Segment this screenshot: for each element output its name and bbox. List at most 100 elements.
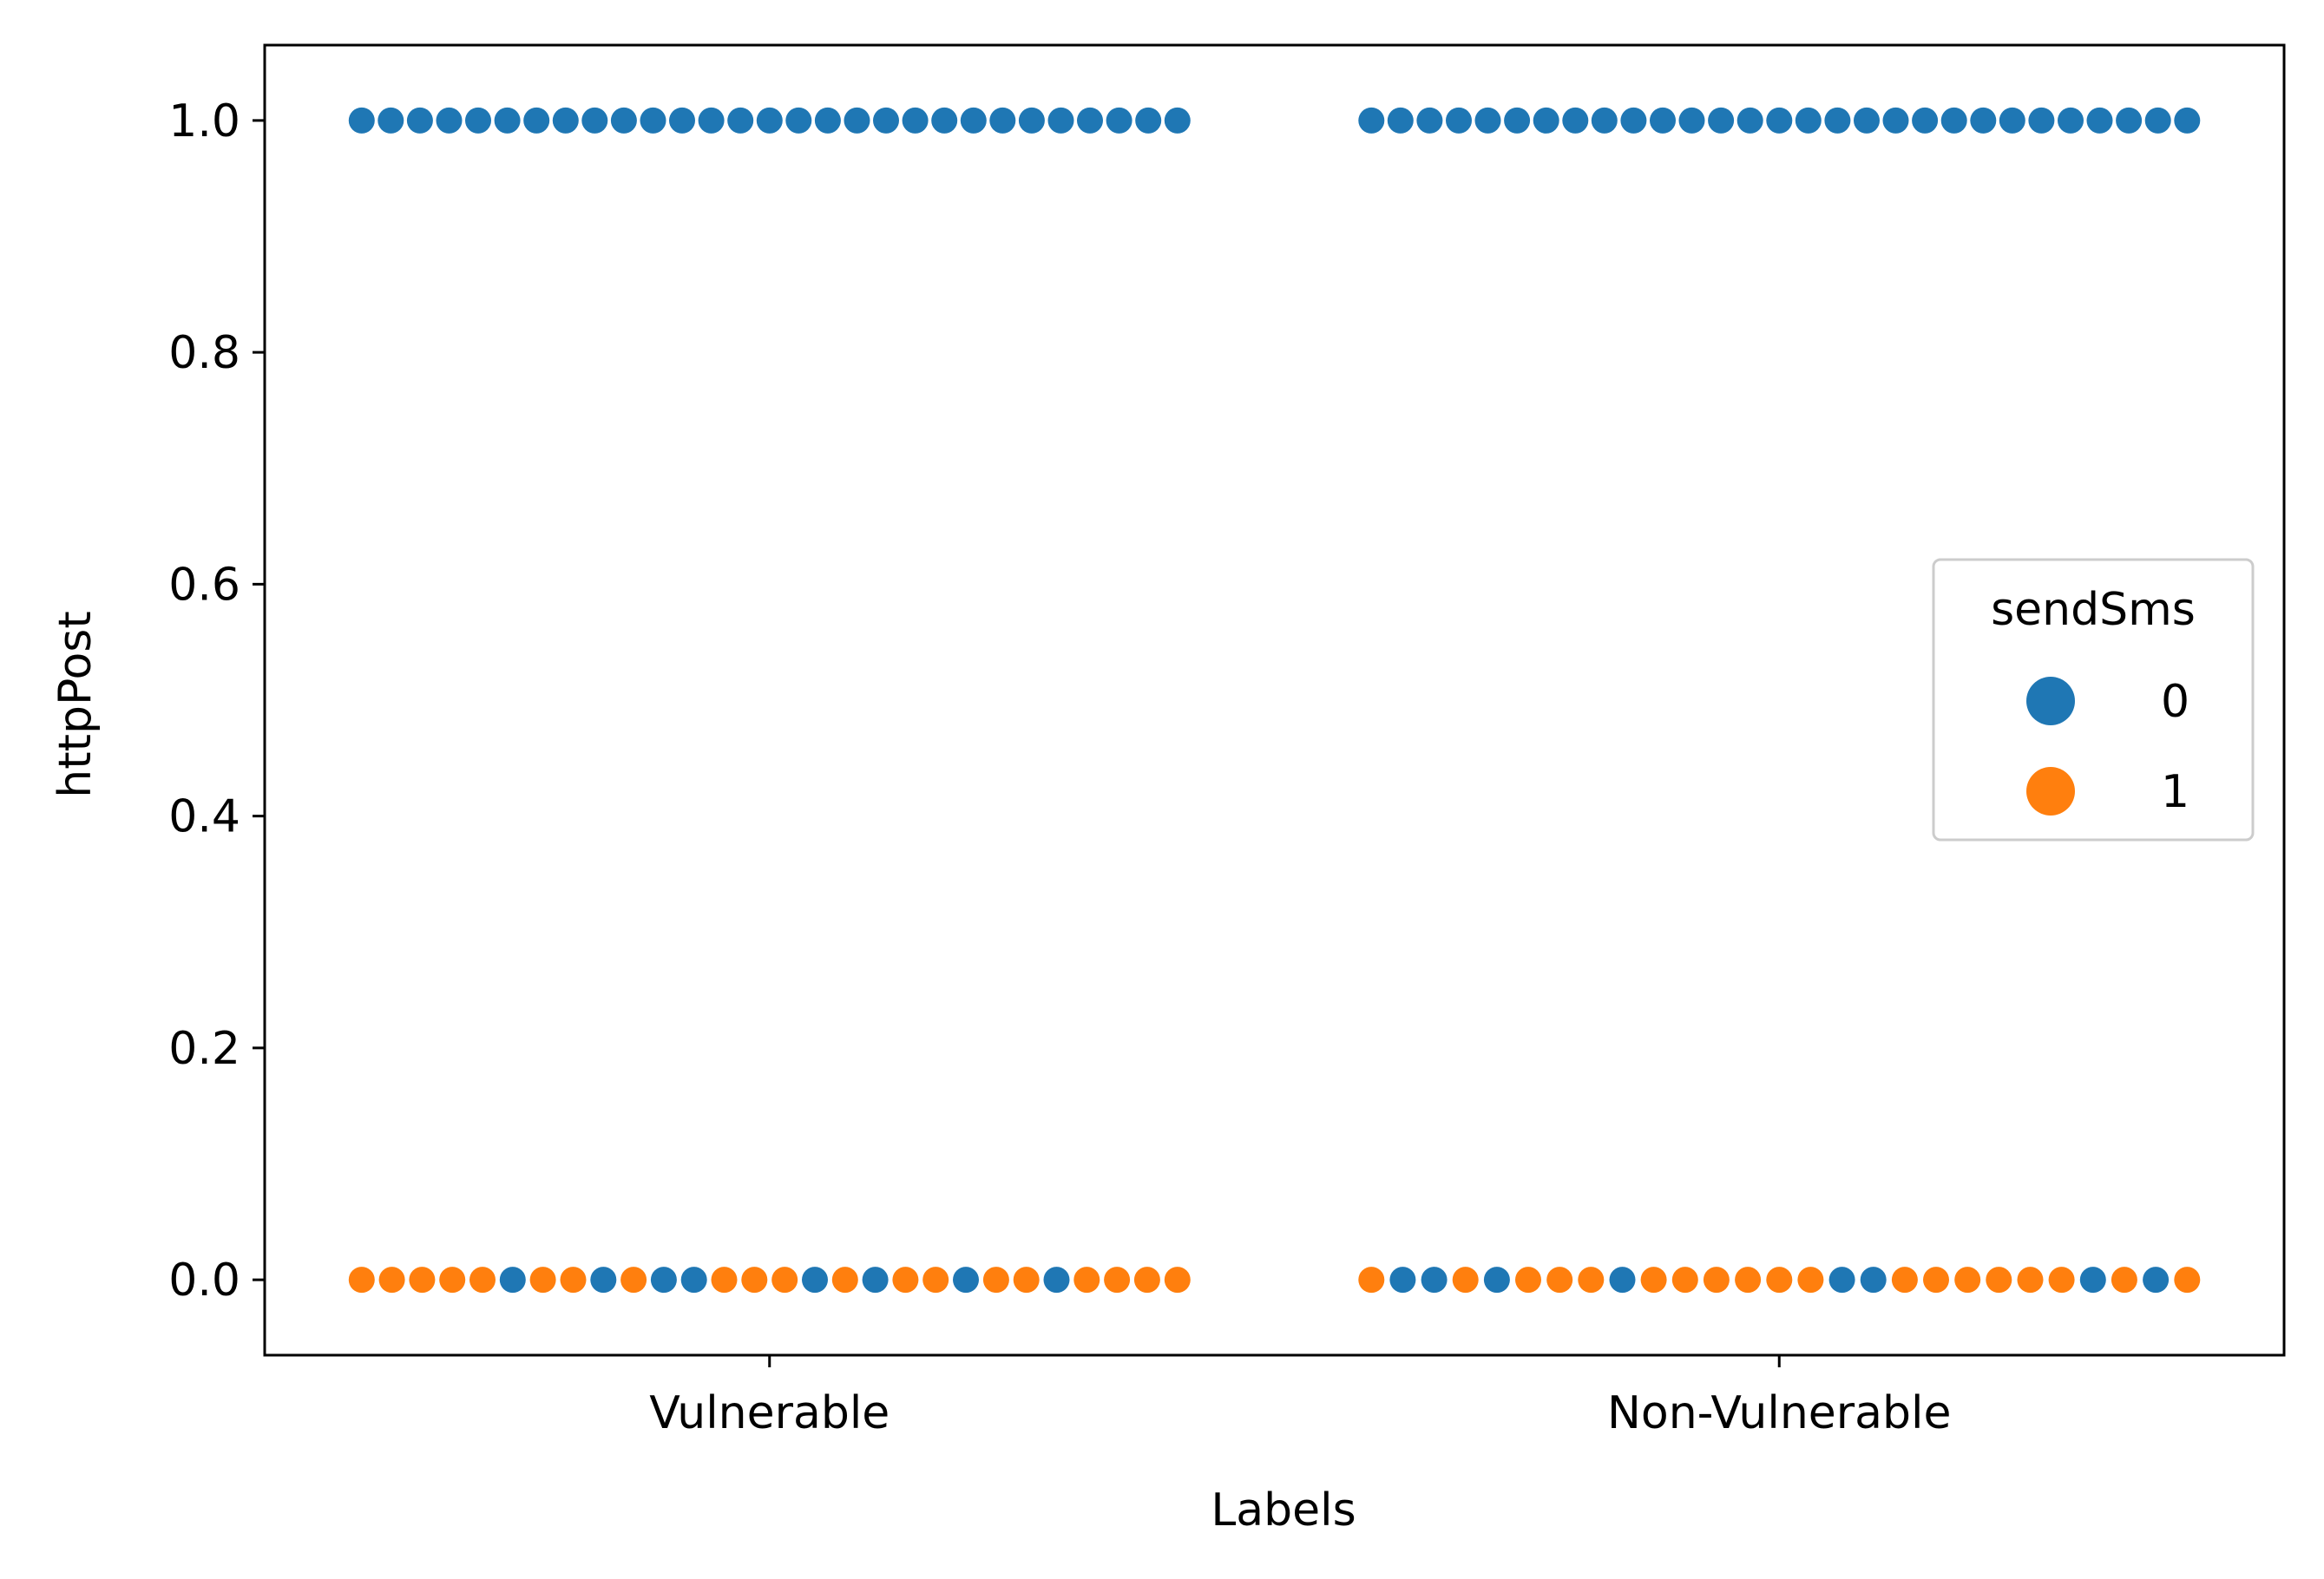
swarm-point [1106, 107, 1132, 134]
legend: sendSms 0 1 [1932, 558, 2255, 842]
swarm-point [377, 107, 404, 134]
swarm-point [2111, 1267, 2137, 1294]
swarm-point [1640, 1267, 1667, 1294]
swarm-point [669, 107, 695, 134]
swarm-point [1077, 107, 1103, 134]
swarm-point [1999, 107, 2025, 134]
x-axis: Vulnerable Non-Vulnerable [649, 1355, 1951, 1439]
swarm-point [1620, 107, 1647, 134]
y-tick-label: 1.0 [168, 95, 240, 147]
x-axis-label: Labels [1211, 1484, 1356, 1536]
swarm-point [1533, 107, 1559, 134]
swarm-point [1043, 1267, 1070, 1294]
swarm-point [1504, 107, 1531, 134]
swarm-point [620, 1267, 647, 1294]
swarm-point [1358, 1267, 1385, 1294]
swarm-point [862, 1267, 889, 1294]
y-tick-label: 0.6 [168, 559, 240, 611]
y-axis-label: httpPost [49, 611, 102, 798]
swarm-point [831, 1267, 858, 1294]
legend-title: sendSms [1991, 584, 2196, 636]
swarm-point [348, 1267, 375, 1294]
swarm-point [844, 107, 870, 134]
swarm-point [1609, 1267, 1636, 1294]
axes-frame [263, 43, 2286, 1357]
legend-box [1932, 558, 2255, 842]
swarm-point [2058, 107, 2084, 134]
swarm-point [989, 107, 1016, 134]
swarm-point [1735, 1267, 1762, 1294]
swarm-point [523, 107, 550, 134]
swarm-point [494, 107, 521, 134]
swarm-point [581, 107, 608, 134]
swarm-point [378, 1267, 405, 1294]
swarm-point [1047, 107, 1074, 134]
swarm-point [1854, 107, 1880, 134]
swarm-point [873, 107, 899, 134]
swarm-point [902, 107, 929, 134]
swarm-point [741, 1267, 768, 1294]
swarm-point [1133, 1267, 1160, 1294]
swarm-point [2048, 1267, 2075, 1294]
swarm-point [727, 107, 754, 134]
swarm-point [1452, 1267, 1479, 1294]
legend-label-1: 1 [2161, 766, 2189, 818]
swarm-point [1708, 107, 1735, 134]
swarm-point [590, 1267, 617, 1294]
x-tick-label: Non-Vulnerable [1607, 1387, 1951, 1439]
swarm-point [1483, 1267, 1510, 1294]
data-points [348, 107, 2201, 1294]
swarm-point [1882, 107, 1909, 134]
swarm-point [650, 1267, 677, 1294]
swarm-point [922, 1267, 949, 1294]
swarm-point [1678, 107, 1705, 134]
x-tick-label: Vulnerable [649, 1387, 890, 1439]
legend-marker-1 [2026, 767, 2075, 816]
y-tick-label: 0.2 [168, 1023, 240, 1075]
swarm-point [409, 1267, 436, 1294]
swarm-point [2079, 1267, 2106, 1294]
swarm-point [1515, 1267, 1541, 1294]
swarm-point [771, 1267, 798, 1294]
swarm-point [1954, 1267, 1981, 1294]
legend-label-0: 0 [2161, 676, 2189, 728]
swarm-point [953, 1267, 979, 1294]
swarm-point [1824, 107, 1851, 134]
swarm-point [1387, 107, 1414, 134]
swarm-point [439, 1267, 466, 1294]
swarm-point [1135, 107, 1162, 134]
swarm-point [931, 107, 958, 134]
swarm-point [560, 1267, 587, 1294]
swarm-point [1736, 107, 1763, 134]
swarm-point [465, 107, 491, 134]
swarm-point [982, 1267, 1009, 1294]
swarm-point [1591, 107, 1618, 134]
swarm-point [1446, 107, 1472, 134]
swarm-point [1671, 1267, 1698, 1294]
swarm-point [1766, 1267, 1793, 1294]
swarm-point [1018, 107, 1045, 134]
swarm-point [348, 107, 375, 134]
swarm-point [499, 1267, 526, 1294]
swarm-point [1546, 1267, 1573, 1294]
swarm-point [552, 107, 579, 134]
swarm-point [1650, 107, 1676, 134]
swarm-point [1416, 107, 1443, 134]
swarm-point [1860, 1267, 1887, 1294]
swarm-point [1970, 107, 1997, 134]
y-tick-label: 0.0 [168, 1255, 240, 1307]
swarm-point [2174, 1267, 2201, 1294]
swarm-point [814, 107, 841, 134]
swarm-point [1164, 1267, 1191, 1294]
swarm-point [1703, 1267, 1730, 1294]
swarm-point [802, 1267, 828, 1294]
swarm-point [698, 107, 725, 134]
swarm-point [1940, 107, 1967, 134]
swarm-point [2174, 107, 2201, 134]
swarm-point [785, 107, 812, 134]
swarm-point [1389, 1267, 1416, 1294]
swarm-point [2028, 107, 2055, 134]
swarm-point [610, 107, 637, 134]
swarm-point [2143, 1267, 2170, 1294]
